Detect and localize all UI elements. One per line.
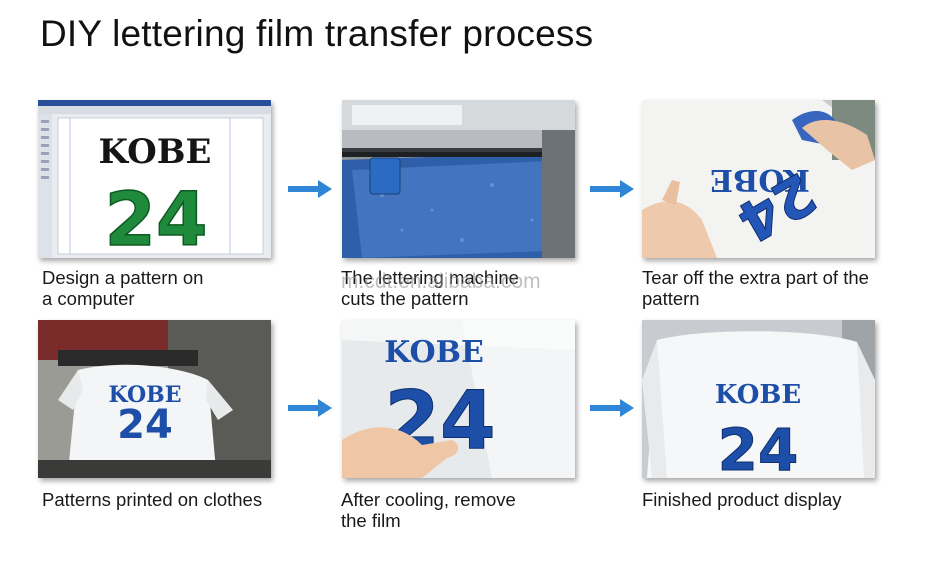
step-4-image-heat-press: KOBE 24 — [38, 320, 271, 478]
step-1-image-computer-design: KOBE 24 — [38, 100, 271, 258]
step-2-image-cutting-machine — [342, 100, 575, 258]
step-5-kobe-text: KOBE — [384, 335, 484, 370]
step-6-number-text: 24 — [718, 416, 799, 478]
step-4-caption: Patterns printed on clothes — [42, 489, 262, 510]
arrow-right-icon — [288, 398, 332, 418]
arrow-right-icon — [590, 398, 634, 418]
step-6-image-finished-shirt: KOBE 24 — [642, 320, 875, 478]
step-4-kobe-text: KOBE — [108, 382, 181, 408]
step-4-number-text: 24 — [117, 402, 173, 448]
step-6-caption-line-1: Finished product display — [642, 489, 842, 510]
step-4-caption-line-1: Patterns printed on clothes — [42, 489, 263, 510]
step-2-caption-line-2: cuts the pattern — [341, 288, 469, 309]
step-1-kobe-text: KOBE — [99, 132, 212, 172]
step-6-kobe-text: KOBE — [715, 380, 801, 410]
step-6-caption: Finished product display — [642, 489, 842, 510]
step-1-caption-line-1: Design a pattern on — [42, 267, 204, 288]
step-5-image-remove-film: KOBE 24 — [342, 320, 575, 478]
step-3-kobe-text: KOBE — [710, 162, 810, 197]
step-3-caption-line-2: pattern — [642, 288, 700, 309]
step-2-caption-line-1: The lettering machine — [341, 267, 519, 288]
page-title: DIY lettering film transfer process — [40, 13, 594, 54]
step-1-caption-line-2: a computer — [42, 288, 135, 309]
step-3-caption: Tear off the extra part of the pattern — [642, 267, 869, 309]
step-2-caption: The lettering machine cuts the pattern — [341, 267, 519, 309]
step-5-caption-line-2: the film — [341, 510, 401, 531]
step-3-image-weeding: KOBE 24 — [642, 100, 875, 258]
arrow-right-icon — [590, 179, 634, 199]
step-5-caption-line-1: After cooling, remove — [341, 489, 516, 510]
arrow-right-icon — [288, 179, 332, 199]
step-5-caption: After cooling, remove the film — [341, 489, 516, 531]
step-1-caption: Design a pattern on a computer — [42, 267, 203, 309]
step-1-number-text: 24 — [105, 177, 208, 258]
step-3-caption-line-1: Tear off the extra part of the — [642, 267, 869, 288]
